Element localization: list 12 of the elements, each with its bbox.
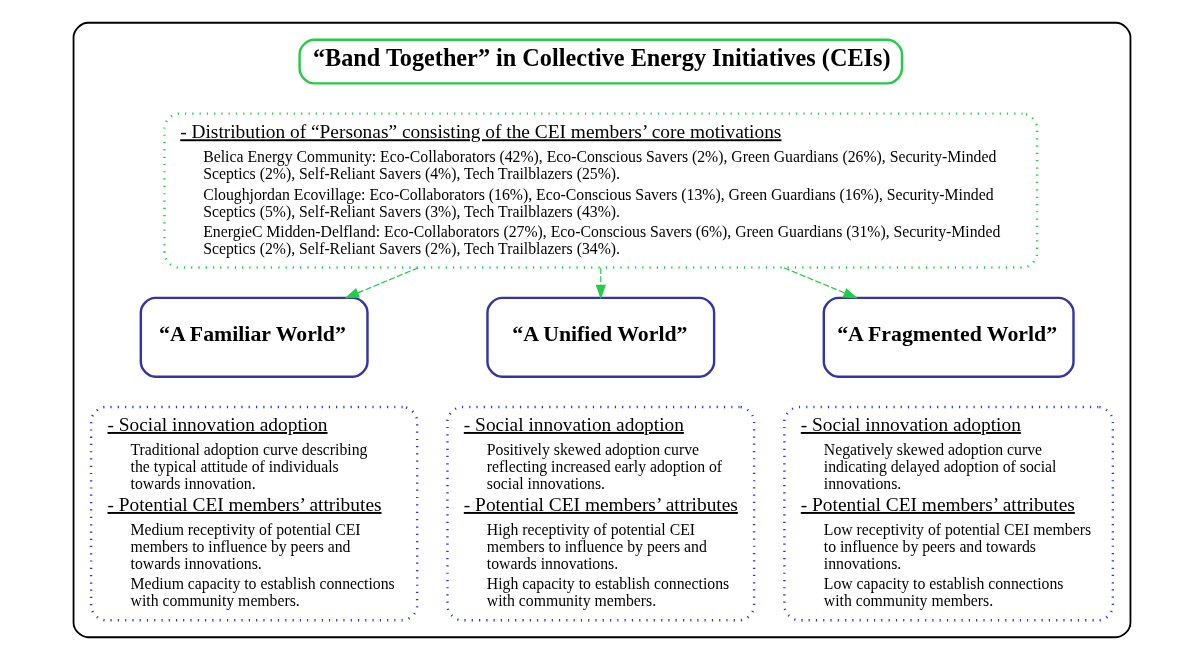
arrow (595, 267, 606, 300)
node-box: “A Fragmented World” (822, 296, 1075, 378)
arrow (782, 267, 858, 299)
cluster (72, 21, 1131, 639)
node-box: “A Familiar World” (139, 296, 369, 378)
node-box: - Social innovation adoption Negatively skewed adoption curve indicating delayed adoption of social innovations. - Potential CEI members’ attributes Low receptivity of potential CEI members to influence by peers and towards innovations. Low capacity to establish connections with community members. (782, 405, 1114, 622)
arrow (344, 267, 419, 299)
node-box: “Band Together” in Collective Energy Initiatives (CEIs) (297, 38, 903, 85)
node-box: - Distribution of “Personas” consisting of the CEI members’ core motivations Belica Energy Community: Eco-Collaborators (42%), Eco-Conscious Savers (2%), Green Guardians (26%), Security-Minded Sceptics (2%), Self-Reliant Savers (4%), Tech Trailblazers (25%). Cloughjordan Ecovillage: Eco-Collaborators (16%), Eco-Conscious Savers (13%), Green Guardians (16%), Security-Minded Sceptics (5%), Self-Reliant Savers (3%), Tech Trailblazers (43%). EnergieC Midden-Delfland: Eco-Collaborators (27%), Eco-Conscious Savers (6%), Green Guardians (31%), Security-Minded Sceptics (2%), Self-Reliant Savers (2%), Tech Trailblazers (34%). (162, 112, 1038, 269)
node-box: - Social innovation adoption Traditional adoption curve describing the typical attitude of individuals towards innovation. - Potential CEI members’ attributes Medium receptivity of potential CEI members to influence by peers and towards innovations. Medium capacity to establish connections with community members. (89, 405, 418, 622)
node-box: “A Unified World” (485, 296, 715, 378)
node-box: - Social innovation adoption Positively skewed adoption curve reflecting increased early adoption of social innovations. - Potential CEI members’ attributes High receptivity of potential CEI members to influence by peers and towards innovations. High capacity to establish connections with community members. (445, 405, 755, 622)
